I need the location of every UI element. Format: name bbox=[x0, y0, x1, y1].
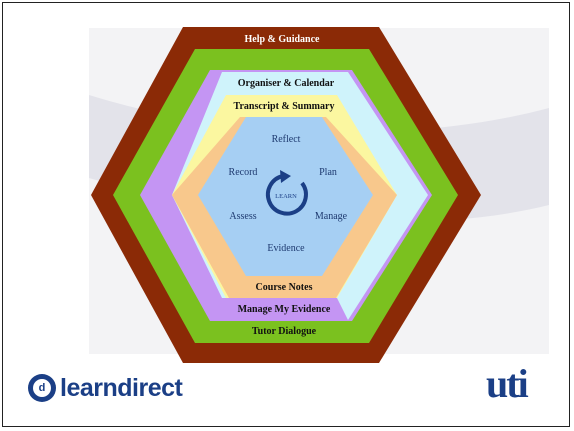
cycle-arrow-icon bbox=[265, 170, 308, 216]
learndirect-mark-letter: d bbox=[38, 381, 46, 394]
label-course-notes: Course Notes bbox=[256, 282, 313, 293]
label-help-guidance: Help & Guidance bbox=[244, 34, 320, 45]
cycle-label-assess: Assess bbox=[229, 211, 256, 222]
cycle-label-record: Record bbox=[229, 167, 258, 178]
cycle-center-label: LEARN bbox=[275, 193, 297, 200]
label-transcript-summary: Transcript & Summary bbox=[234, 101, 335, 112]
cycle-label-evidence: Evidence bbox=[267, 243, 305, 254]
cycle-label-plan: Plan bbox=[319, 167, 337, 178]
label-tutor-dialogue: Tutor Dialogue bbox=[252, 326, 317, 337]
cycle-label-reflect: Reflect bbox=[272, 134, 301, 145]
label-manage-evidence: Manage My Evidence bbox=[238, 304, 331, 315]
label-organiser-calendar: Organiser & Calendar bbox=[238, 78, 335, 89]
learndirect-wordmark: learndirect bbox=[60, 373, 183, 402]
cycle-label-manage: Manage bbox=[315, 211, 348, 222]
hexagon-core bbox=[198, 117, 373, 276]
learndirect-logo: d learndirect bbox=[28, 373, 183, 403]
slide-frame bbox=[2, 2, 570, 427]
learndirect-mark-icon: d bbox=[28, 374, 56, 402]
uti-logo: uti bbox=[486, 361, 529, 406]
